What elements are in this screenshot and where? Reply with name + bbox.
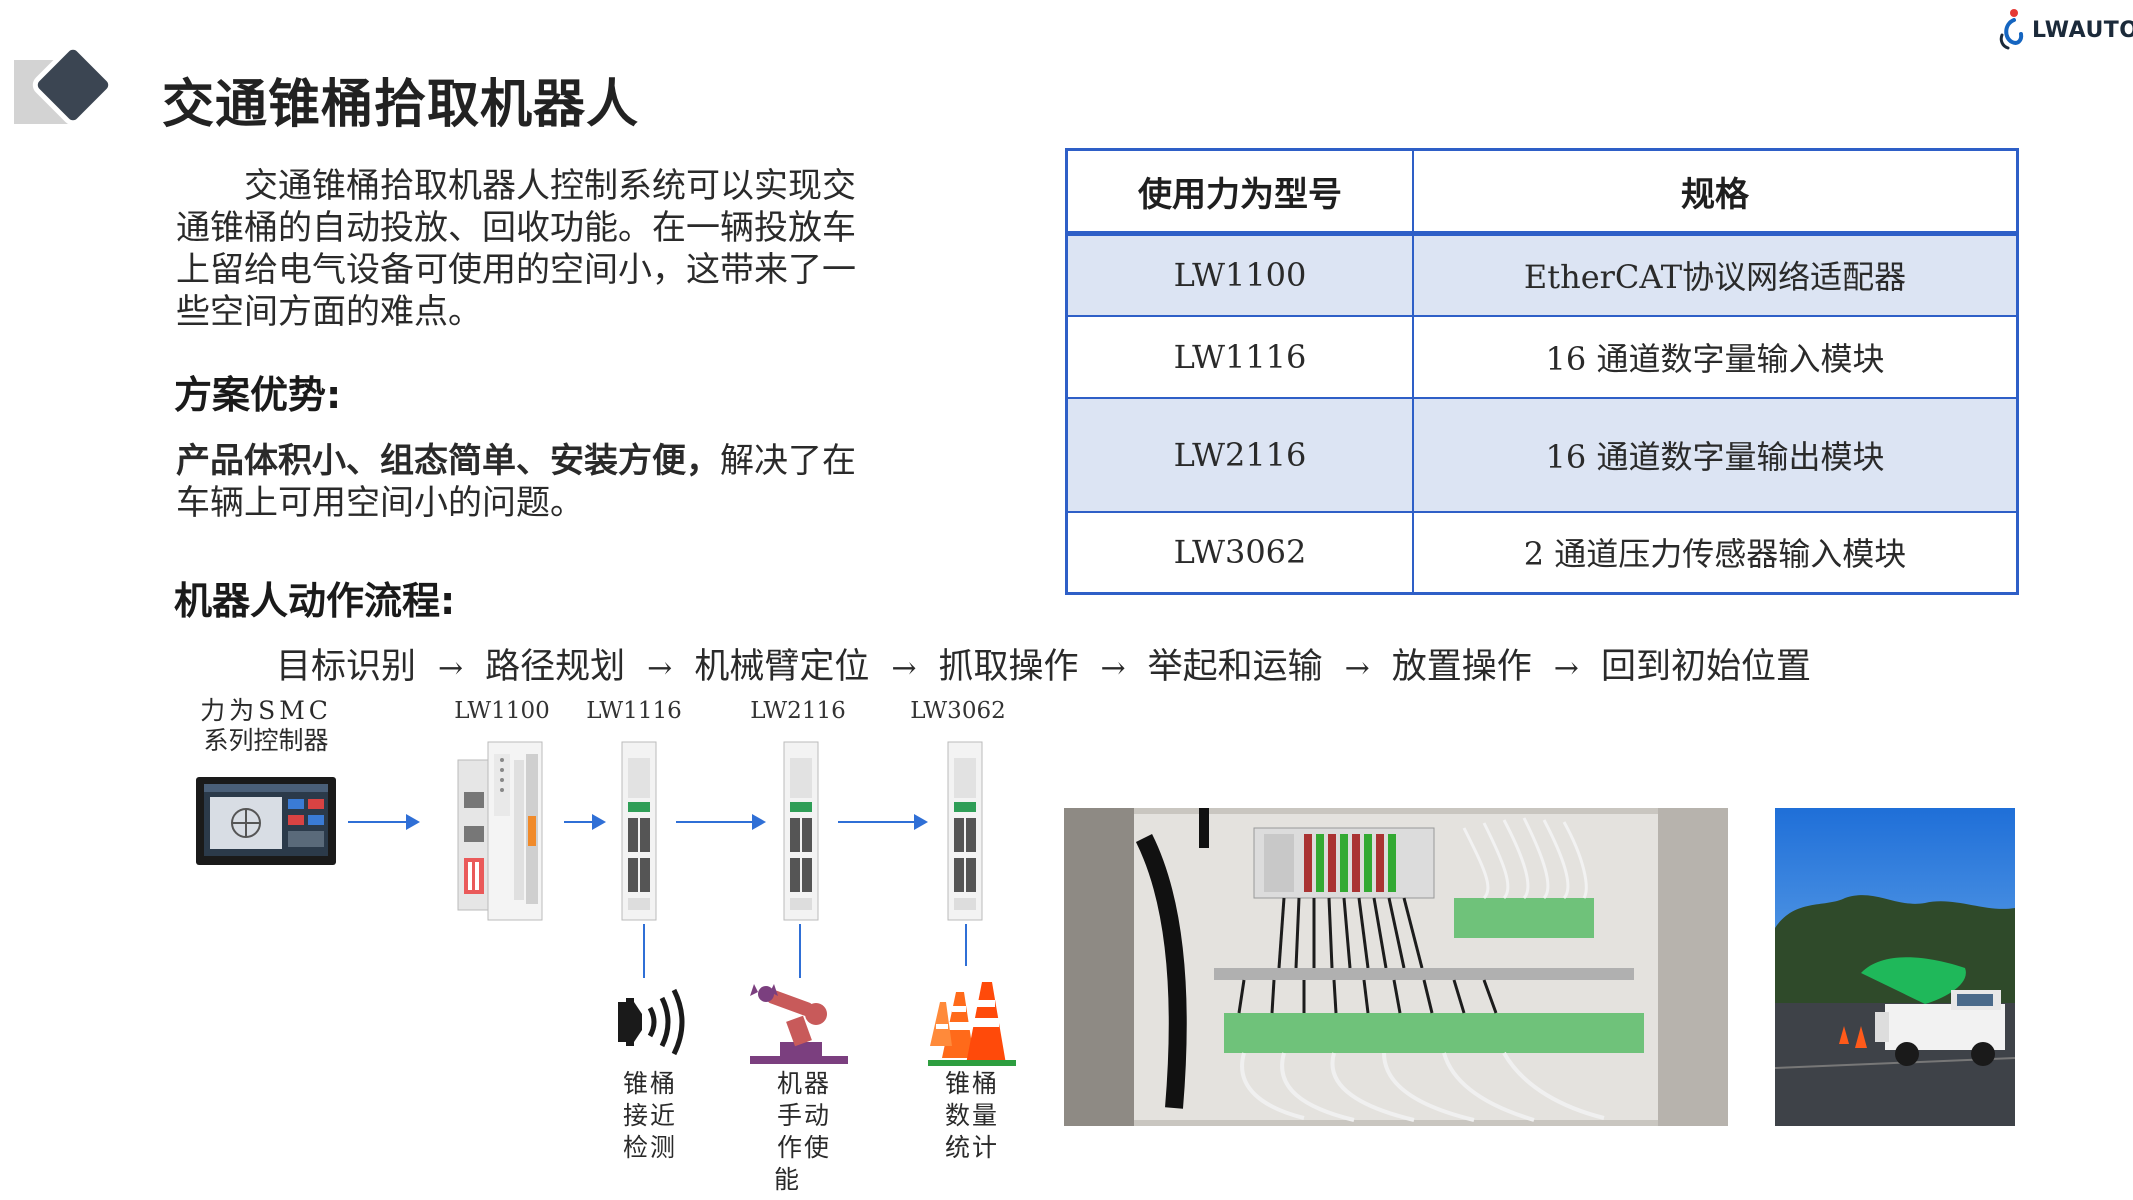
flow-arrow-controller <box>348 814 420 830</box>
connector-line <box>799 924 801 978</box>
table-header-row: 使用力为型号 规格 <box>1065 148 2019 236</box>
function-label-line: 接近 <box>622 1101 677 1130</box>
table-cell-model: LW1116 <box>1065 314 1414 399</box>
connector-line <box>643 924 645 978</box>
function-label-proximity: 锥桶 接近 检测 <box>620 1068 680 1164</box>
table-row: LW1100 EtherCAT协议网络适配器 <box>1065 232 2019 317</box>
table-row: LW1116 16 通道数字量输入模块 <box>1065 314 2019 399</box>
module-label-lw3062: LW3062 <box>910 698 1006 724</box>
table-cell-spec: 16 通道数字量输入模块 <box>1412 314 2019 399</box>
flow-arrow: → <box>891 651 917 686</box>
table-row: LW2116 16 通道数字量输出模块 <box>1065 396 2019 513</box>
table-cell-model: LW1100 <box>1065 232 1414 317</box>
flow-arrow: → <box>438 651 464 686</box>
flow-step: 回到初始位置 <box>1600 647 1811 687</box>
controller-label: 力为SMC 系列控制器 <box>196 696 336 756</box>
flow-arrow-m1 <box>564 814 606 830</box>
lw2116-module-icon <box>783 741 819 921</box>
flow-arrow: → <box>647 651 673 686</box>
module-label-lw1100: LW1100 <box>454 698 550 724</box>
flow-arrow-m2 <box>676 814 766 830</box>
function-label-line: 锥桶 <box>622 1069 677 1098</box>
flow-step: 举起和运输 <box>1147 647 1323 687</box>
table-row: LW3062 2 通道压力传感器输入模块 <box>1065 510 2019 595</box>
lwauto-logo-icon <box>1999 9 2024 50</box>
proximity-sensor-icon <box>618 988 685 1056</box>
title-badge-icon <box>14 44 114 126</box>
flow-step: 路径规划 <box>485 647 626 687</box>
hmi-controller-icon <box>196 777 336 865</box>
logo-text: LWAUTO <box>2032 17 2133 43</box>
spec-table: 使用力为型号 规格 LW1100 EtherCAT协议网络适配器 LW1116 … <box>1065 148 2019 595</box>
advantages-text: 产品体积小、组态简单、安装方便，解决了在车辆上可用空间小的问题。 <box>176 440 866 524</box>
function-label-line: 能 <box>774 1165 802 1194</box>
table-cell-spec: 2 通道压力传感器输入模块 <box>1412 510 2019 595</box>
function-label-count: 锥桶 数量 统计 <box>942 1068 1002 1164</box>
table-header-model: 使用力为型号 <box>1065 148 1414 236</box>
function-label-line: 机器 <box>776 1069 831 1098</box>
intro-paragraph: 交通锥桶拾取机器人控制系统可以实现交通锥桶的自动投放、回收功能。在一辆投放车上留… <box>176 166 856 332</box>
brand-logo: LWAUTO <box>1994 8 2133 52</box>
function-label-line: 统计 <box>944 1133 999 1162</box>
flow-step: 机械臂定位 <box>694 647 870 687</box>
function-label-line: 手动 <box>776 1101 831 1130</box>
flow-arrow: → <box>1100 651 1126 686</box>
table-cell-spec: EtherCAT协议网络适配器 <box>1412 232 2019 317</box>
function-label-line: 作使 <box>776 1133 831 1162</box>
function-label-robot: 机器 手动 作使 能 <box>774 1068 834 1196</box>
module-label-lw2116: LW2116 <box>750 698 846 724</box>
flow-step: 放置操作 <box>1391 647 1532 687</box>
advantages-heading: 方案优势: <box>174 373 342 417</box>
advantages-plain-text: 解决了在车辆上可用空间小的问题。 <box>176 441 856 523</box>
table-cell-spec: 16 通道数字量输出模块 <box>1412 396 2019 513</box>
function-label-line: 锥桶 <box>944 1069 999 1098</box>
flow-arrow: → <box>1553 651 1579 686</box>
vehicle-photo-image <box>1775 808 2015 1126</box>
flow-step: 抓取操作 <box>938 647 1079 687</box>
lw3062-module-icon <box>947 741 983 921</box>
table-header-spec: 规格 <box>1412 148 2019 236</box>
flow-arrow-m3 <box>838 814 928 830</box>
flow-step: 目标识别 <box>276 647 417 687</box>
table-cell-model: LW3062 <box>1065 510 1414 595</box>
flow-heading: 机器人动作流程: <box>174 579 456 623</box>
traffic-cones-icon <box>928 982 1016 1066</box>
flow-arrow: → <box>1344 651 1370 686</box>
table-cell-model: LW2116 <box>1065 396 1414 513</box>
advantages-bold-text: 产品体积小、组态简单、安装方便， <box>176 441 720 481</box>
module-label-lw1116: LW1116 <box>586 698 682 724</box>
page-title: 交通锥桶拾取机器人 <box>162 75 640 135</box>
flow-steps: 目标识别 → 路径规划 → 机械臂定位 → 抓取操作 → 举起和运输 → 放置操作 → 回到初始位置 <box>276 638 1811 689</box>
function-label-line: 数量 <box>944 1101 999 1130</box>
function-label-line: 检测 <box>622 1133 677 1162</box>
lw1116-module-icon <box>621 741 657 921</box>
controller-label-line: 系列控制器 <box>203 726 329 755</box>
robot-arm-icon <box>750 984 848 1064</box>
controller-label-line: 力为SMC <box>200 696 332 725</box>
lw1100-module-icon <box>457 741 543 921</box>
cabinet-photo-image <box>1064 808 1728 1126</box>
connector-line <box>965 924 967 966</box>
